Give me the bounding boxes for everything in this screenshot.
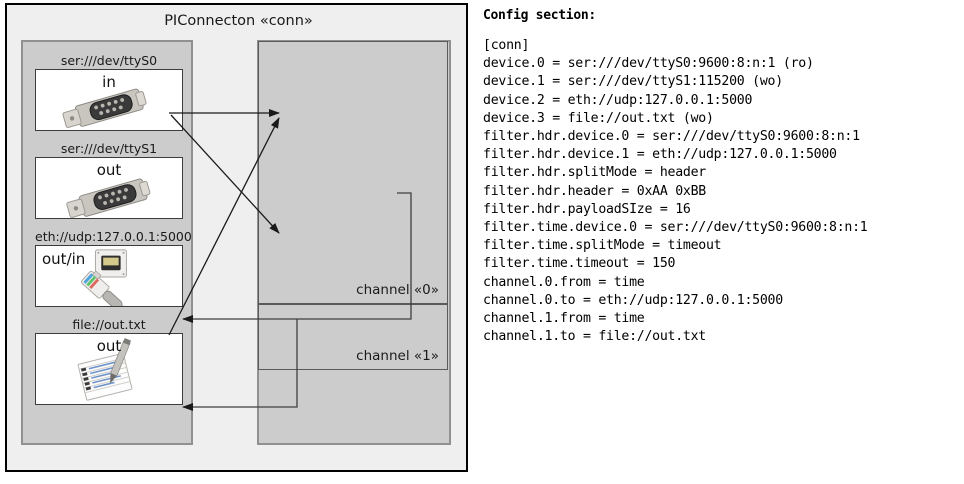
filters-panel: filters Filter «hdr» header = 0xAA 0xBB … — [257, 40, 451, 445]
config-line: filter.hdr.device.0 = ser:///dev/ttyS0:9… — [483, 129, 860, 145]
config-line: channel.0.to = eth://udp:127.0.0.1:5000 — [483, 292, 783, 308]
config-line: filter.hdr.splitMode = header — [483, 165, 706, 181]
diagram-title: PIConnecton «conn» — [164, 13, 313, 29]
config-line: channel.0.from = time — [483, 274, 645, 290]
config-line: filter.hdr.device.1 = eth://udp:127.0.0.… — [483, 147, 837, 163]
config-line: filter.hdr.header = 0xAA 0xBB — [483, 183, 706, 199]
device-label: ser:///dev/ttyS0 — [60, 53, 158, 68]
config-line: device.1 = ser:///dev/ttyS1:115200 (wo) — [483, 74, 783, 90]
channel-1-region[interactable]: channel «1» — [258, 304, 448, 370]
device-entry-file[interactable]: file://out.txt out — [35, 316, 183, 405]
device-direction: out — [96, 161, 122, 179]
ethernet-rj45-icon — [81, 249, 134, 306]
config-line: filter.time.timeout = 150 — [483, 256, 676, 272]
device-box[interactable]: out — [35, 333, 183, 405]
device-label: file://out.txt — [72, 317, 146, 332]
config-section: Config section: [conn] device.0 = ser:///… — [483, 8, 953, 346]
config-line: device.3 = file://out.txt (wo) — [483, 110, 714, 126]
text-file-pen-icon — [77, 338, 133, 401]
config-line: channel.1.from = time — [483, 311, 645, 327]
config-line: device.0 = ser:///dev/ttyS0:9600:8:n:1 (… — [483, 56, 814, 72]
config-line: filter.time.device.0 = ser:///dev/ttyS0:… — [483, 220, 868, 236]
config-line: [conn] — [483, 38, 530, 53]
device-entry-ethernet[interactable]: eth://udp:127.0.0.1:5000 out/in — [35, 228, 192, 307]
device-direction: in — [102, 73, 116, 91]
device-entry-serial0[interactable]: ser:///dev/ttyS0 in — [35, 52, 183, 131]
device-box[interactable]: out/in — [35, 245, 183, 307]
channel-label: channel «0» — [356, 282, 439, 298]
config-line: device.2 = eth://udp:127.0.0.1:5000 — [483, 92, 753, 108]
device-label: ser:///dev/ttyS1 — [60, 141, 158, 156]
config-line: channel.1.to = file://out.txt — [483, 329, 706, 345]
devices-panel: ser:///dev/ttyS0 in — [21, 40, 193, 445]
config-heading: Config section: — [483, 8, 596, 23]
device-entry-serial1[interactable]: ser:///dev/ttyS1 out — [35, 140, 183, 219]
serial-db9-icon — [62, 88, 147, 128]
device-direction: out/in — [42, 250, 86, 268]
channel-label: channel «1» — [356, 348, 439, 364]
device-box[interactable]: out — [35, 157, 183, 219]
connection-diagram: PIConnecton «conn» ser:///dev/ttyS0 in — [5, 3, 468, 472]
device-box[interactable]: in — [35, 69, 183, 131]
config-text: [conn] device.0 = ser:///dev/ttyS0:9600:8… — [483, 37, 953, 346]
device-label: eth://udp:127.0.0.1:5000 — [35, 229, 192, 244]
channel-0-region[interactable]: channel «0» — [258, 41, 448, 304]
serial-db9-icon — [66, 178, 151, 218]
device-direction: out — [96, 337, 122, 355]
config-line: filter.hdr.payloadSIze = 16 — [483, 201, 691, 217]
config-line: filter.time.splitMode = timeout — [483, 238, 722, 254]
